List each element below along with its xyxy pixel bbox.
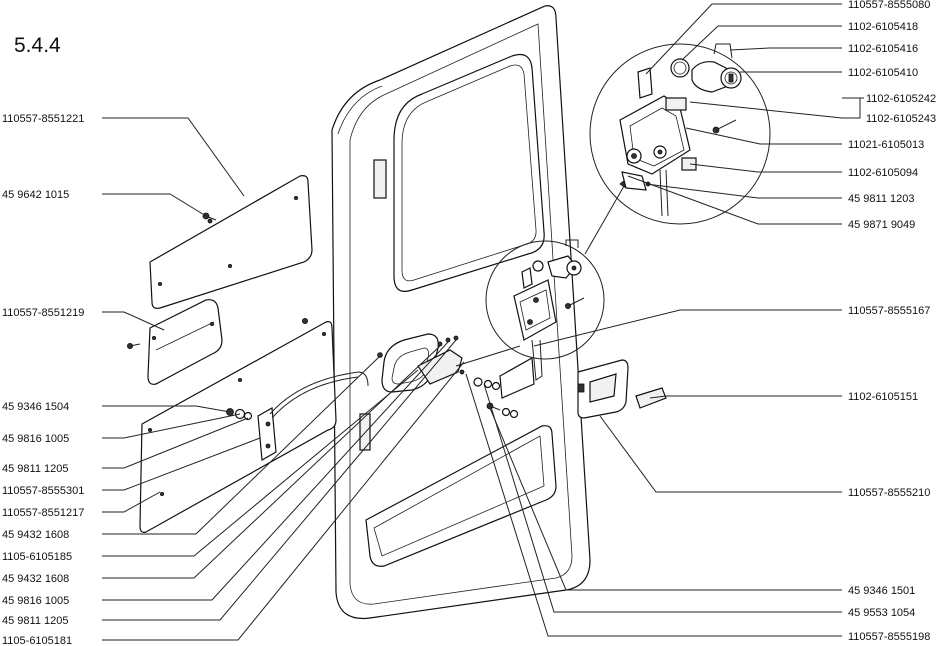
- label-45-9871-9049: 45 9871 9049: [848, 219, 915, 231]
- middle-trim-panel: [147, 299, 223, 385]
- lock-cutout: [499, 357, 535, 399]
- lock-cover-clip: [637, 67, 653, 99]
- latch-rod: [455, 345, 521, 367]
- label-110557-8551217: 110557-8551217: [2, 507, 84, 519]
- labels-right: 110557-8555080 1102-6105418 1102-6105416…: [848, 0, 936, 643]
- label-1102-6105242: 1102-6105242: [866, 93, 936, 105]
- label-110557-8555167: 110557-8555167: [848, 305, 930, 317]
- label-110557-8555080: 110557-8555080: [848, 0, 930, 11]
- label-45-9432-1608-b: 45 9432 1608: [2, 573, 69, 585]
- label-1102-6105151: 1102-6105151: [848, 391, 918, 403]
- lock-ring-small: [532, 260, 544, 272]
- label-110557-8551219: 110557-8551219: [2, 307, 84, 319]
- label-45-9553-1054: 45 9553 1054: [848, 607, 915, 619]
- label-45-9432-1608-a: 45 9432 1608: [2, 529, 69, 541]
- screw-lock-large: [712, 119, 737, 134]
- label-45-9346-1501: 45 9346 1501: [848, 585, 915, 597]
- label-11021-6105013: 11021-6105013: [848, 139, 924, 151]
- label-110557-8555210: 110557-8555210: [848, 487, 930, 499]
- label-1102-6105418: 1102-6105418: [848, 21, 918, 33]
- label-45-9816-1005-b: 45 9816 1005: [2, 595, 69, 607]
- label-45-9811-1205-a: 45 9811 1205: [2, 463, 68, 475]
- door-panel: [331, 5, 591, 620]
- label-110557-8555198: 110557-8555198: [848, 631, 930, 643]
- inner-handle-bracket: [257, 407, 277, 461]
- label-1102-6105416: 1102-6105416: [848, 43, 918, 55]
- lock-spring-block: [681, 157, 697, 171]
- lock-detail-circle-large: [589, 43, 771, 225]
- leaders-left: [102, 117, 465, 641]
- labels-left: 110557-8551221 45 9642 1015 110557-85512…: [2, 113, 84, 646]
- remote-rod: [269, 371, 369, 415]
- washers-center: [473, 377, 519, 419]
- label-1105-6105185: 1105-6105185: [2, 551, 72, 563]
- label-45-9811-1203: 45 9811 1203: [848, 193, 914, 205]
- label-110557-8555301: 110557-8555301: [2, 485, 84, 497]
- label-110557-8551221: 110557-8551221: [2, 113, 84, 125]
- lock-detail-circle-small: [485, 240, 605, 360]
- label-45-9811-1205-b: 45 9811 1205: [2, 615, 68, 627]
- label-45-9642-1015: 45 9642 1015: [2, 189, 69, 201]
- label-45-9816-1005-a: 45 9816 1005: [2, 433, 69, 445]
- screw-lower-trim: [301, 317, 308, 324]
- label-1102-6105243: 1102-6105243: [866, 113, 936, 125]
- screw-middle-trim: [127, 342, 141, 349]
- leaders-right: [465, 3, 864, 637]
- lower-trim-panel: [139, 321, 337, 533]
- screw-lock-small: [565, 297, 585, 309]
- label-1105-6105181: 1105-6105181: [2, 635, 72, 646]
- retaining-spring-clip: [713, 43, 733, 59]
- lock-link-plate: [665, 97, 687, 111]
- label-1102-6105410: 1102-6105410: [848, 67, 918, 79]
- label-45-9346-1504: 45 9346 1504: [2, 401, 69, 413]
- label-1102-6105094: 1102-6105094: [848, 167, 918, 179]
- section-number: 5.4.4: [14, 34, 61, 57]
- upper-trim-panel: [149, 175, 313, 309]
- hinge-tab-upper: [373, 159, 387, 199]
